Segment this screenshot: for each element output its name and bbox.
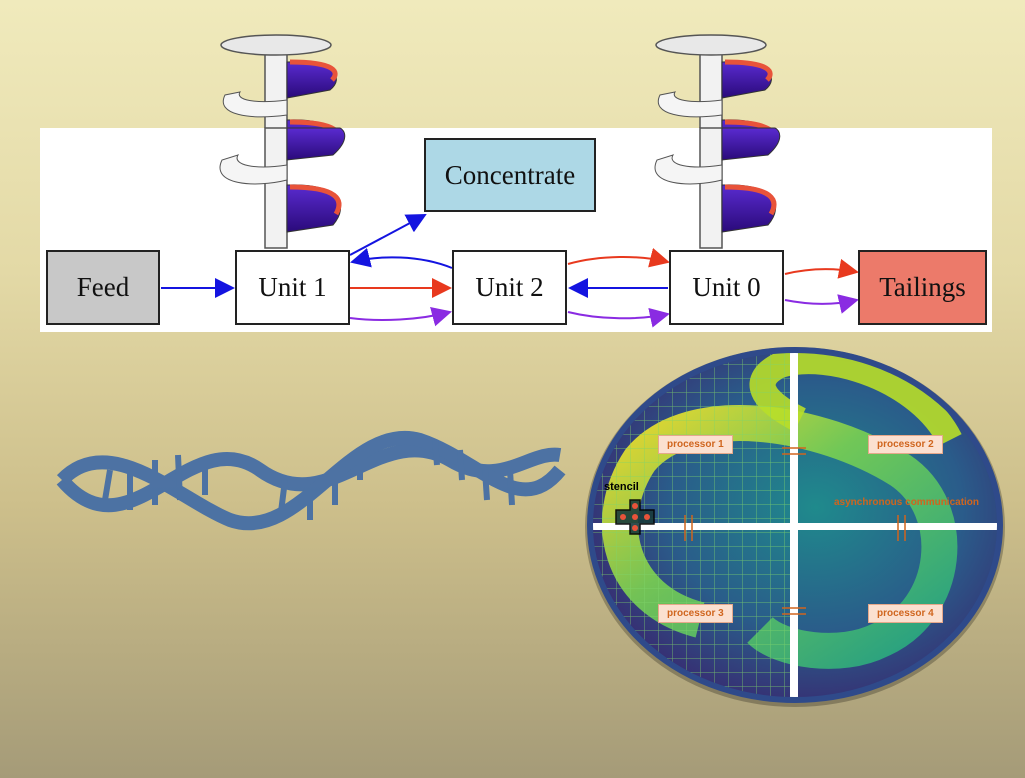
processor-4-label: processor 4 xyxy=(868,604,943,623)
unit-0-node: Unit 0 xyxy=(669,250,784,325)
processor-3-label: processor 3 xyxy=(658,604,733,623)
feed-node: Feed xyxy=(46,250,160,325)
stencil-label: stencil xyxy=(604,481,639,493)
processor-1-label: processor 1 xyxy=(658,435,733,454)
concentrate-node: Concentrate xyxy=(424,138,596,212)
unit-2-node: Unit 2 xyxy=(452,250,567,325)
tailings-node: Tailings xyxy=(858,250,987,325)
unit-1-node: Unit 1 xyxy=(235,250,350,325)
domain-disk xyxy=(585,347,1005,707)
dna-helix-icon xyxy=(56,430,566,531)
processor-2-label: processor 2 xyxy=(868,435,943,454)
async-communication-label: asynchronous communication xyxy=(834,497,980,508)
